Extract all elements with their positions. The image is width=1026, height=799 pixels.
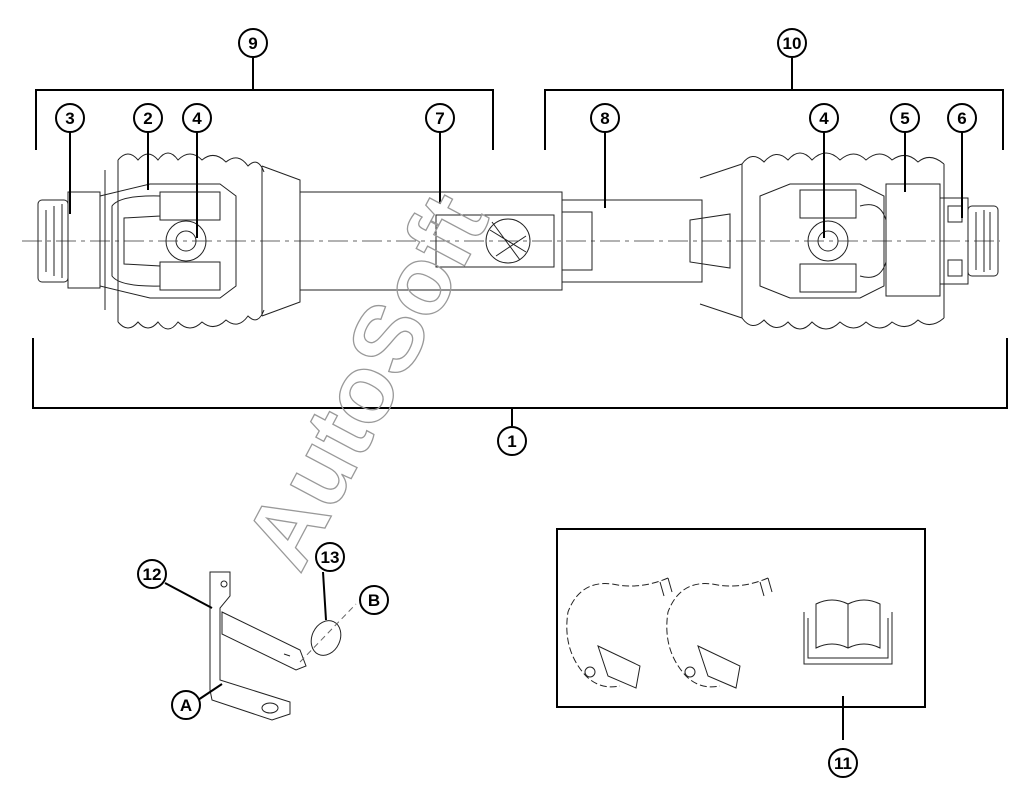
operator-manual-icon [803, 599, 893, 665]
callout-circle [947, 103, 977, 133]
callout-4b: 4 [809, 103, 839, 133]
callout-number: 11 [834, 754, 852, 773]
callout-circle [133, 103, 163, 133]
callout-number: 7 [435, 109, 444, 128]
callout-number: 8 [600, 109, 609, 128]
callout-1: 1 [497, 426, 527, 456]
callout-6: 6 [947, 103, 977, 133]
callout-circle [238, 28, 268, 58]
callout-leaders-top [69, 131, 963, 238]
left-yoke-coupler [37, 191, 101, 289]
callout-number: 4 [192, 109, 202, 128]
callout-circle [809, 103, 839, 133]
callout-11: 11 [828, 748, 858, 778]
safety-chain-right [666, 577, 773, 689]
callout-circle [55, 103, 85, 133]
right-clutch-housing [885, 183, 999, 297]
callout-circle [171, 690, 201, 720]
callout-number: 9 [248, 34, 257, 53]
callout-7: 7 [425, 103, 455, 133]
callout-circle [890, 103, 920, 133]
bracket-half-9 [35, 58, 494, 150]
callout-3: 3 [55, 103, 85, 133]
bracket-half-10 [544, 58, 1004, 150]
callout-circle [777, 28, 807, 58]
driveshaft-right-half [561, 152, 999, 330]
callout-a: A [171, 690, 201, 720]
callout-9: 9 [238, 28, 268, 58]
callout-13: 13 [315, 542, 345, 572]
callout-number: B [368, 591, 380, 610]
callout-number: 12 [143, 565, 162, 584]
callout-circle [590, 103, 620, 133]
callout-8: 8 [590, 103, 620, 133]
callout-circle [828, 748, 858, 778]
callout-number: 4 [819, 109, 829, 128]
callout-number: A [180, 696, 192, 715]
callout-circle [497, 426, 527, 456]
storage-bracket [209, 571, 307, 721]
decal-sign [299, 603, 357, 663]
callout-circle [425, 103, 455, 133]
callout-circle [315, 542, 345, 572]
callout-4a: 4 [182, 103, 212, 133]
bracket-assembly-1 [32, 338, 1008, 426]
right-guard-cone [689, 152, 945, 330]
callout-b: B [359, 585, 389, 615]
callout-10: 10 [777, 28, 807, 58]
left-universal-joint [99, 183, 237, 299]
callout-leaders-bottom [164, 571, 844, 740]
safety-chain-left [566, 577, 673, 689]
accessories-box [556, 528, 926, 708]
callout-number: 13 [321, 548, 340, 567]
callout-number: 10 [783, 34, 802, 53]
callout-5: 5 [890, 103, 920, 133]
callout-circle [359, 585, 389, 615]
callout-number: 2 [143, 109, 152, 128]
callout-number: 5 [900, 109, 909, 128]
callout-number: 1 [507, 432, 516, 451]
callout-2: 2 [133, 103, 163, 133]
callout-number: 3 [65, 109, 74, 128]
watermark-text: AutoSoft [224, 177, 509, 585]
inner-tube [561, 199, 703, 283]
callout-number: 6 [957, 109, 966, 128]
callout-12: 12 [137, 559, 167, 589]
callout-circle [182, 103, 212, 133]
callout-circle [137, 559, 167, 589]
right-universal-joint [759, 183, 887, 299]
